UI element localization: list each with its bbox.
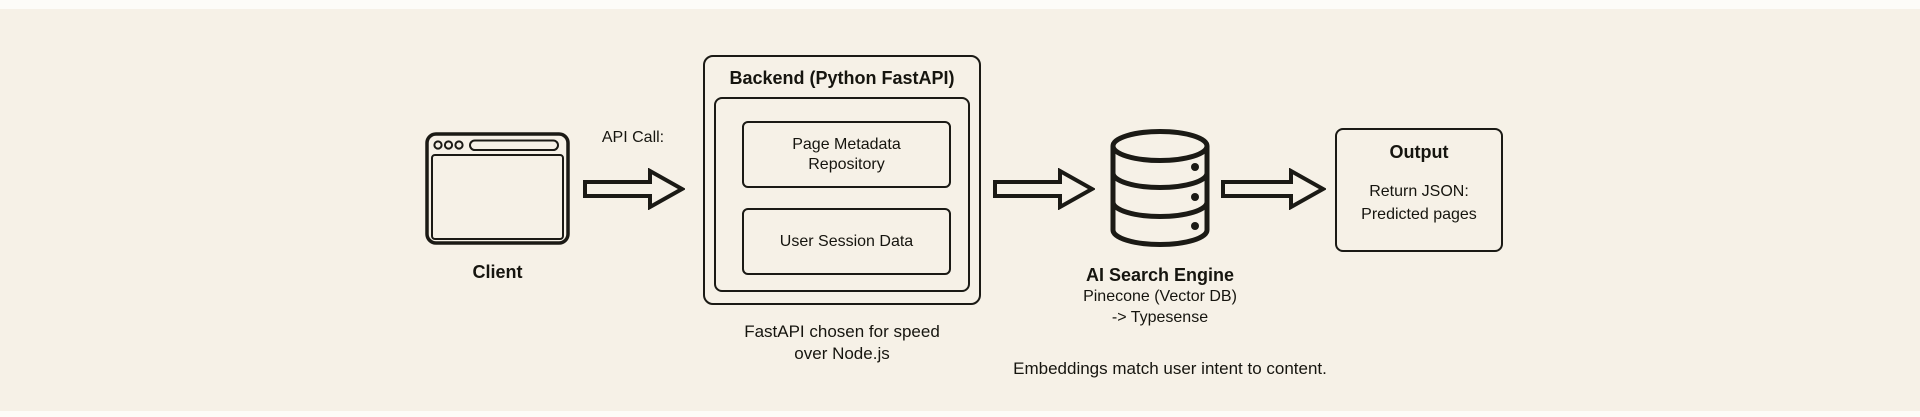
- backend-inner-box: Page Metadata Repository User Session Da…: [714, 97, 970, 292]
- arrow-search-to-output: [1221, 168, 1326, 210]
- output-body-line: Predicted pages: [1361, 206, 1477, 223]
- backend-node: Backend (Python FastAPI) Page Metadata R…: [703, 55, 981, 305]
- backend-title: Backend (Python FastAPI): [729, 68, 955, 88]
- block-arrow-icon: [1221, 168, 1326, 210]
- search-engine-node: [1108, 127, 1212, 249]
- top-edge-strip: [0, 0, 1920, 9]
- database-icon: [1110, 129, 1210, 247]
- client-label: Client: [472, 262, 523, 282]
- arrow-backend-to-search: [993, 168, 1095, 210]
- backend-note: FastAPI chosen for speed over Node.js: [703, 321, 981, 365]
- output-body: Return JSON: Predicted pages: [1337, 180, 1501, 226]
- api-call-label: API Call:: [601, 129, 665, 146]
- browser-window-icon: [425, 132, 570, 245]
- backend-note-line: over Node.js: [794, 344, 890, 363]
- user-session-data-box: User Session Data: [742, 208, 951, 275]
- output-node: Output Return JSON: Predicted pages: [1335, 128, 1503, 252]
- arrow-client-to-backend: [583, 168, 685, 210]
- backend-note-line: FastAPI chosen for speed: [744, 322, 940, 341]
- search-engine-caption: AI Search Engine Pinecone (Vector DB) ->…: [1035, 265, 1285, 328]
- block-arrow-icon: [583, 168, 685, 210]
- sub-box-label-line: Repository: [808, 155, 885, 173]
- sub-box-label-line: Page Metadata: [792, 135, 901, 153]
- embeddings-note: Embeddings match user intent to content.: [1013, 359, 1327, 378]
- page-metadata-repository-box: Page Metadata Repository: [742, 121, 951, 188]
- client-node: [425, 132, 570, 245]
- search-engine-subtitle-line: Pinecone (Vector DB): [1083, 288, 1237, 305]
- block-arrow-icon: [993, 168, 1095, 210]
- search-engine-title: AI Search Engine: [1085, 265, 1235, 285]
- sub-box-label-line: User Session Data: [779, 232, 914, 250]
- output-title: Output: [1389, 142, 1449, 162]
- search-engine-subtitle-line: -> Typesense: [1111, 309, 1209, 326]
- bottom-edge-strip: [0, 411, 1920, 417]
- output-body-line: Return JSON:: [1369, 183, 1469, 200]
